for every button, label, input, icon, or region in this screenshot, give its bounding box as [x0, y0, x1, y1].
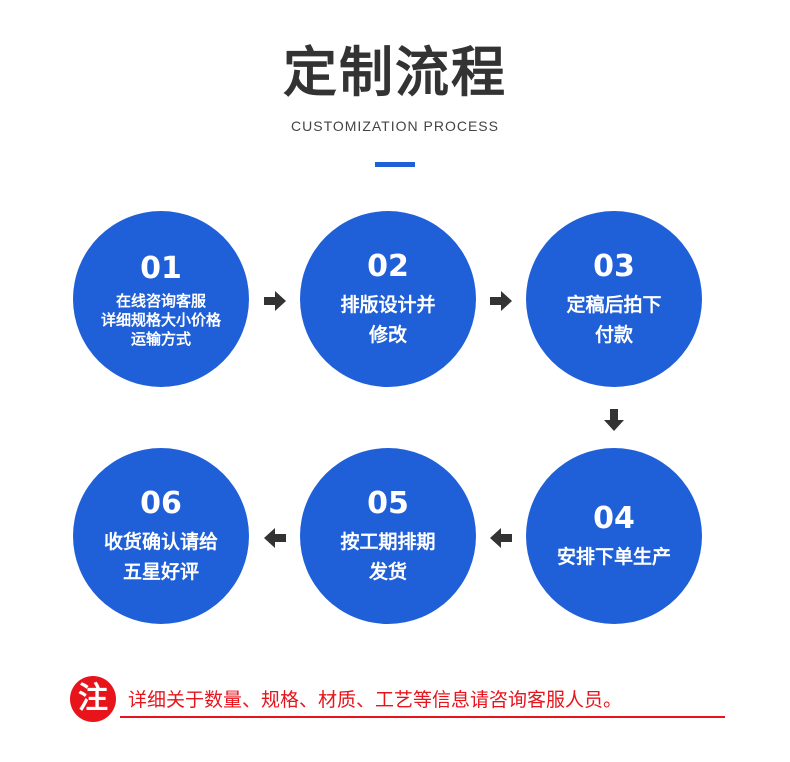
- step-number: 03: [593, 249, 635, 284]
- step-06-circle: 06 收货确认请给 五星好评: [73, 448, 249, 624]
- step-text: 按工期排期: [340, 531, 436, 553]
- step-04-circle: 04 安排下单生产: [526, 448, 702, 624]
- step-text: 收货确认请给: [103, 531, 218, 553]
- arrow-right-icon: [490, 291, 512, 311]
- step-text: 修改: [368, 324, 407, 346]
- step-number: 06: [140, 486, 182, 521]
- step-03-circle: 03 定稿后拍下 付款: [526, 211, 702, 387]
- page-subtitle: CUSTOMIZATION PROCESS: [291, 118, 499, 134]
- step-01-circle: 01 在线咨询客服 详细规格大小价格 运输方式: [73, 211, 249, 387]
- step-02-circle: 02 排版设计并 修改: [300, 211, 476, 387]
- note-badge: 注: [70, 676, 116, 722]
- arrow-down-icon: [604, 409, 624, 431]
- step-text: 付款: [594, 324, 633, 346]
- step-text: 定稿后拍下: [566, 294, 662, 316]
- step-number: 05: [367, 486, 409, 521]
- step-text: 排版设计并: [340, 294, 436, 316]
- step-text: 发货: [368, 561, 407, 583]
- arrow-right-icon: [264, 291, 286, 311]
- footer-note: 注 详细关于数量、规格、材质、工艺等信息请咨询客服人员。: [70, 676, 730, 722]
- step-05-circle: 05 按工期排期 发货: [300, 448, 476, 624]
- note-underline: [120, 716, 725, 718]
- note-text: 详细关于数量、规格、材质、工艺等信息请咨询客服人员。: [128, 689, 623, 711]
- step-text: 安排下单生产: [556, 546, 671, 568]
- step-text: 运输方式: [130, 329, 191, 348]
- step-number: 04: [593, 501, 635, 536]
- step-text: 详细规格大小价格: [100, 310, 221, 329]
- page-title: 定制流程: [283, 41, 507, 104]
- step-text: 在线咨询客服: [115, 291, 206, 310]
- arrow-left-icon: [264, 528, 286, 548]
- step-number: 02: [367, 249, 409, 284]
- title-underline: [375, 162, 415, 167]
- step-number: 01: [140, 250, 182, 286]
- arrow-left-icon: [490, 528, 512, 548]
- step-text: 五星好评: [122, 561, 199, 583]
